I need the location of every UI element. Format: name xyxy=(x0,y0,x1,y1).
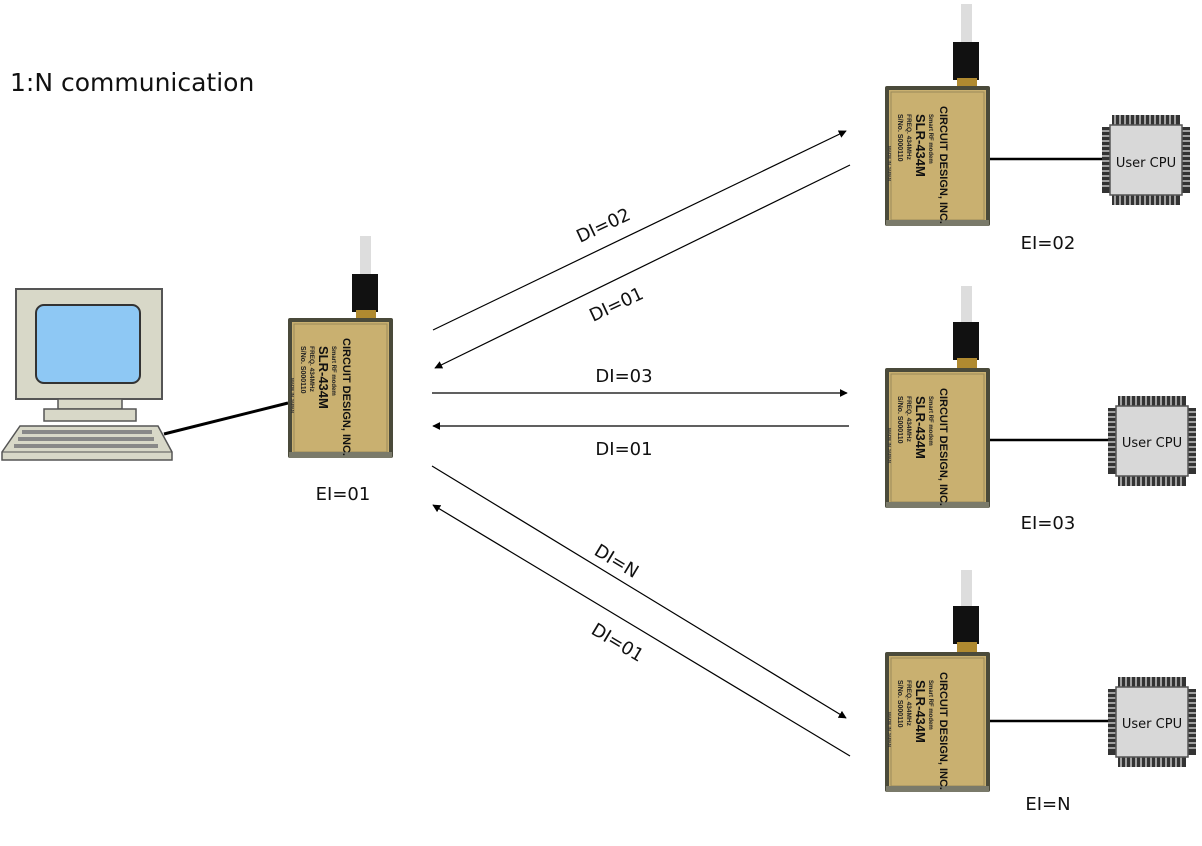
host-ei-label: EI=01 xyxy=(316,484,371,505)
antenna-tip xyxy=(360,236,371,276)
link-1-to-label: DI=02 xyxy=(573,204,634,247)
module-origin: MADE IN JAPAN xyxy=(887,146,892,181)
remote-3-ei-label: EI=N xyxy=(1025,794,1070,815)
computer-icon xyxy=(1,288,173,461)
page-title: 1:N communication xyxy=(10,68,254,97)
remote-2-ei-label: EI=03 xyxy=(1021,513,1076,534)
arrow-remote-1-to-host xyxy=(434,164,851,369)
module-model: SLR-434M xyxy=(913,396,928,459)
module-serial: S/No. S000110 xyxy=(896,396,903,444)
module-brand: CIRCUIT DESIGN, INC. xyxy=(937,106,949,224)
arrow-host-to-remote-1 xyxy=(432,130,847,331)
cpu-label: User CPU xyxy=(1122,436,1182,451)
module-freq: FREQ. 434MHz xyxy=(905,114,912,161)
remote-modem-2: CIRCUIT DESIGN, INC. Smart RF modem SLR-… xyxy=(884,286,991,509)
module-model: SLR-434M xyxy=(913,114,928,177)
module-origin: MADE IN JAPAN xyxy=(887,428,892,463)
arrow-host-to-remote-3 xyxy=(431,465,847,719)
antenna xyxy=(953,322,979,360)
module-subtitle: Smart RF modem xyxy=(330,346,336,396)
link-3-back-label: DI=01 xyxy=(587,619,647,666)
cpu-label: User CPU xyxy=(1122,717,1182,732)
module-subtitle: Smart RF modem xyxy=(927,114,933,164)
module-origin: MADE IN JAPAN xyxy=(887,712,892,747)
antenna xyxy=(953,606,979,644)
cpu-chip-icon: User CPU xyxy=(1107,676,1197,768)
module-freq: FREQ. 434MHz xyxy=(905,396,912,443)
module-serial: S/No. S000110 xyxy=(299,346,306,394)
computer-cable xyxy=(163,401,289,436)
antenna xyxy=(352,274,378,312)
module-model: SLR-434M xyxy=(316,346,331,409)
remote-modem-1: CIRCUIT DESIGN, INC. Smart RF modem SLR-… xyxy=(884,4,991,227)
module-freq: FREQ. 434MHz xyxy=(905,680,912,727)
module-freq: FREQ. 434MHz xyxy=(308,346,315,393)
remote-1-ei-label: EI=02 xyxy=(1021,233,1076,254)
module-subtitle: Smart RF modem xyxy=(927,680,933,730)
module-origin: MADE IN JAPAN xyxy=(290,378,295,413)
arrow-remote-3-to-host xyxy=(432,504,851,757)
cpu-chip-icon: User CPU xyxy=(1107,395,1197,487)
link-3-to-label: DI=N xyxy=(590,540,642,583)
cpu-chip-icon: User CPU xyxy=(1101,114,1191,206)
module-brand: CIRCUIT DESIGN, INC. xyxy=(937,388,949,506)
module-serial: S/No. S000110 xyxy=(896,114,903,162)
module-model: SLR-434M xyxy=(913,680,928,743)
module-serial: S/No. S000110 xyxy=(896,680,903,728)
remote-modem-3: CIRCUIT DESIGN, INC. Smart RF modem SLR-… xyxy=(884,570,991,793)
module-brand: CIRCUIT DESIGN, INC. xyxy=(937,672,949,790)
host-modem: CIRCUIT DESIGN, INC. Smart RF modem SLR-… xyxy=(287,236,394,459)
antenna xyxy=(953,42,979,80)
module-brand: CIRCUIT DESIGN, INC. xyxy=(340,338,352,456)
link-2-to-label: DI=03 xyxy=(595,366,652,387)
module-subtitle: Smart RF modem xyxy=(927,396,933,446)
cpu-label: User CPU xyxy=(1116,156,1176,171)
link-2-back-label: DI=01 xyxy=(595,439,652,460)
